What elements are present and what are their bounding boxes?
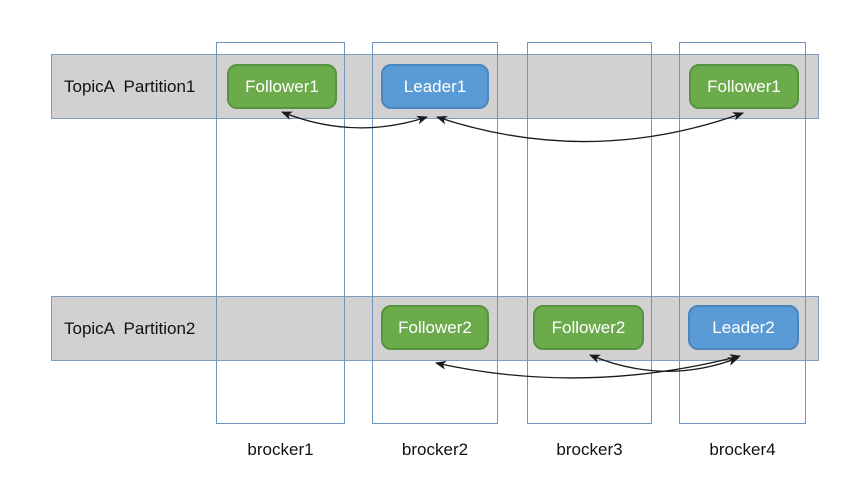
node-follower2-brocker3: Follower2 [533,305,644,350]
broker-column-brocker4 [679,42,806,424]
node-leader1-brocker2: Leader1 [381,64,489,109]
partition2-label: TopicA Partition2 [64,318,196,338]
partition1-label: TopicA Partition1 [64,76,196,96]
node-follower2-brocker2: Follower2 [381,305,489,350]
node-follower1-brocker4: Follower1 [689,64,799,109]
broker-column-brocker1 [216,42,345,424]
broker-label-brocker4: brocker4 [709,440,776,459]
broker-column-brocker2 [372,42,498,424]
node-leader2-brocker4: Leader2 [688,305,799,350]
broker-label-brocker1: brocker1 [247,440,314,459]
node-follower1-brocker1: Follower1 [227,64,337,109]
broker-label-brocker2: brocker2 [401,440,469,459]
broker-label-brocker3: brocker3 [556,440,623,459]
broker-column-brocker3 [527,42,652,424]
